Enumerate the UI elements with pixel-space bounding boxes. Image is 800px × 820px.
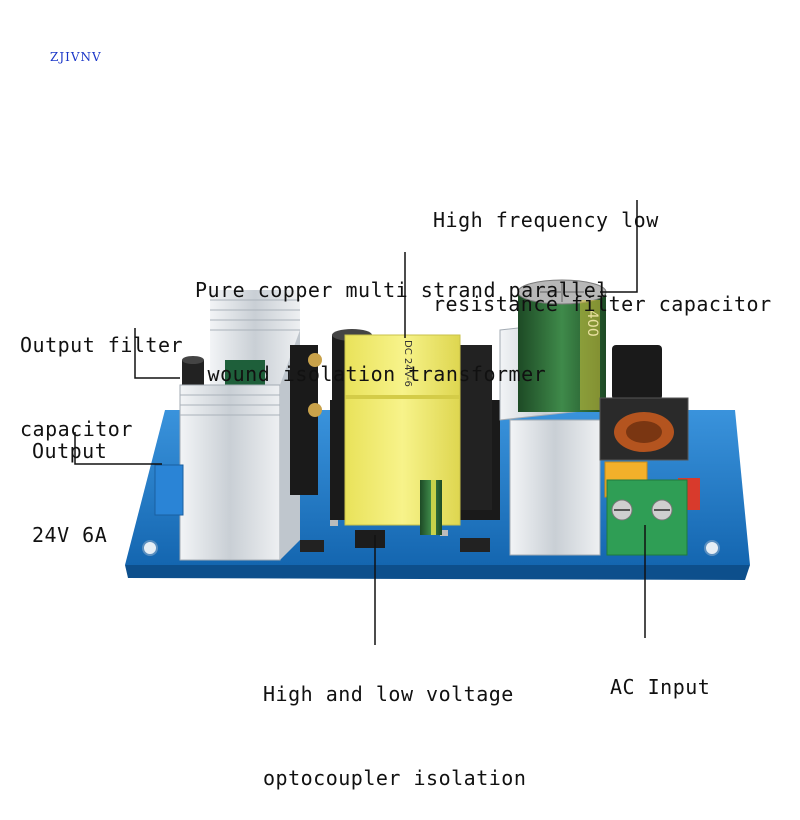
capacitor-marking: 400 bbox=[584, 310, 600, 337]
label-output: Output 24V 6A bbox=[32, 381, 107, 577]
power-board-photo: DC 24V-6 400 bbox=[74, 200, 750, 645]
mosfets bbox=[290, 345, 322, 495]
leader-output-cap bbox=[134, 328, 180, 379]
common-mode-choke bbox=[599, 397, 689, 461]
ac-input-terminal bbox=[606, 479, 688, 556]
label-filter-capacitor: High frequency low resistance filter cap… bbox=[433, 150, 772, 346]
label-output-line1: Output bbox=[32, 439, 108, 463]
label-optocoupler-line2: optocoupler isolation bbox=[263, 766, 527, 790]
label-transformer-line2: wound isolation transformer bbox=[195, 362, 547, 386]
label-output-cap-line1: Output filter bbox=[20, 333, 184, 357]
label-output-cap-line2: capacitor bbox=[20, 417, 133, 441]
label-output-filter-capacitor: Output filter capacitor bbox=[20, 275, 183, 471]
small-capacitor bbox=[420, 480, 442, 535]
left-heatsink-front bbox=[179, 330, 300, 561]
transformer-marking: DC 24V-6 bbox=[402, 340, 413, 387]
callout-lines bbox=[74, 200, 646, 645]
label-ac-input-line1: AC Input bbox=[610, 675, 711, 699]
brand-watermark: ZJIVNV bbox=[50, 50, 102, 64]
label-output-line2: 24V 6A bbox=[32, 523, 108, 547]
label-optocoupler-line1: High and low voltage bbox=[263, 682, 514, 706]
label-ac-input: AC Input bbox=[610, 617, 710, 729]
label-optocoupler: High and low voltage optocoupler isolati… bbox=[263, 624, 526, 820]
label-transformer-line1: Pure copper multi strand parallel bbox=[195, 278, 609, 302]
label-filter-capacitor-line1: High frequency low bbox=[433, 208, 659, 232]
isolation-transformer bbox=[330, 334, 500, 526]
label-filter-capacitor-line2: resistance filter capacitor bbox=[433, 292, 772, 316]
output-filter-capacitor bbox=[182, 356, 265, 388]
leader-output bbox=[74, 432, 162, 465]
bridge-rectifier bbox=[612, 345, 662, 400]
leader-filter-cap bbox=[600, 200, 638, 293]
label-transformer: Pure copper multi strand parallel wound … bbox=[195, 220, 609, 416]
output-terminal bbox=[154, 464, 184, 516]
